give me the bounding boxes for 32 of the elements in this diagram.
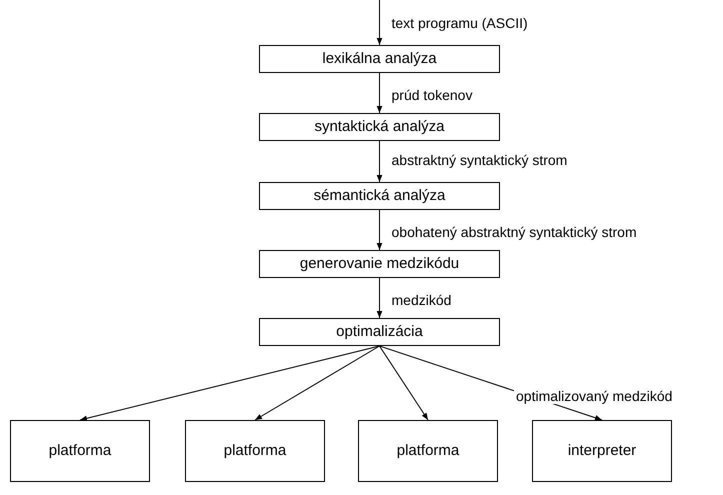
arrow [376,72,382,114]
process-box [259,318,500,346]
arrow [376,140,382,182]
edge-label: obohatený abstraktný syntaktický strom [390,224,639,240]
process-box [185,420,325,482]
process-box [259,45,500,73]
note-label: optimalizovaný medzikód [514,388,674,404]
process-box [10,420,150,482]
box-label: sémantická analýza [314,187,446,205]
box-label: optimalizácia [336,323,423,341]
box-label: syntaktická analýza [314,118,445,136]
arrow [379,346,428,420]
edge-label: text programu (ASCII) [390,14,530,30]
edge-label: abstraktný syntaktický strom [390,152,570,168]
box-label: platforma [224,442,286,460]
arrow [376,0,382,46]
box-label: platforma [48,442,112,460]
box-label: interpreter [568,442,636,460]
arrow [376,278,382,318]
process-box [358,420,498,482]
arrow [80,346,380,422]
process-box [259,113,500,141]
arrow [376,210,382,250]
box-label: generovanie medzikódu [300,255,460,273]
process-box [259,250,500,278]
arrow [254,346,380,420]
box-label: platforma [396,442,460,460]
process-box [259,182,500,210]
edge-label: medzikód [390,292,454,308]
edge-label: prúd tokenov [390,87,474,103]
box-label: lexikálna analýza [322,50,437,68]
process-box [532,420,672,482]
